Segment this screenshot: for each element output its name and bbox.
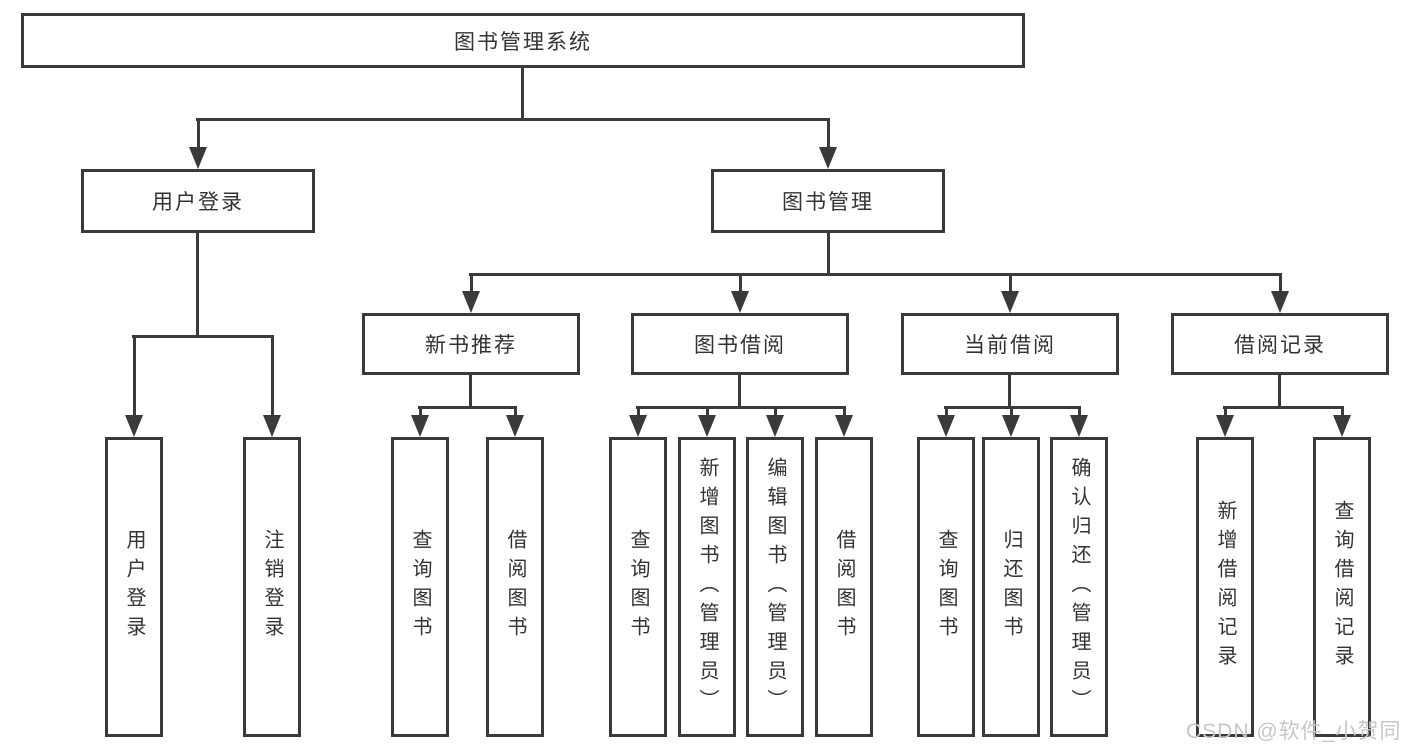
arrowhead-bor-edit-icon: [766, 415, 784, 437]
node-records-add-record: 新增借阅记录: [1196, 437, 1254, 737]
connector-level3-rail: [469, 273, 1282, 276]
node-borrow-query-books-label: 查询图书: [627, 529, 649, 645]
arrowhead-current-icon: [1001, 291, 1019, 313]
node-borrow-records-label: 借阅记录: [1234, 334, 1326, 357]
node-logout: 注销登录: [243, 437, 301, 737]
connector-drop-login: [133, 335, 136, 419]
connector-drop-bor-add: [706, 406, 709, 420]
connector-drop-bor-edit: [774, 406, 777, 420]
connector-drop-recommend: [470, 273, 473, 295]
node-current-confirm-return-label: 确认归还（管理员）: [1068, 456, 1090, 718]
node-borrow-borrow-books-label: 借阅图书: [833, 529, 855, 645]
connector-recommend-stem: [469, 375, 472, 409]
node-records-query-record-label: 查询借阅记录: [1331, 500, 1353, 674]
arrowhead-cur-confirm-icon: [1070, 415, 1088, 437]
connector-drop-rec-query: [419, 406, 422, 420]
node-borrow-query-books: 查询图书: [609, 437, 667, 737]
node-current-confirm-return: 确认归还（管理员）: [1050, 437, 1108, 737]
node-recommend-borrow-books-label: 借阅图书: [504, 529, 526, 645]
connector-records-rail: [1223, 406, 1344, 409]
connector-records-stem: [1278, 375, 1281, 409]
node-logout-label: 注销登录: [261, 529, 283, 645]
connector-level2-rail: [196, 118, 830, 121]
connector-recommend-rail: [418, 406, 517, 409]
connector-drop-bor-borrow: [843, 406, 846, 420]
node-root-label: 图书管理系统: [454, 30, 592, 54]
connector-drop-logout: [271, 335, 274, 419]
connector-drop-rcd-add: [1224, 406, 1227, 420]
arrowhead-rec-borrow-icon: [506, 415, 524, 437]
connector-drop-rcd-query: [1341, 406, 1344, 420]
node-recommend-query-books: 查询图书: [391, 437, 449, 737]
node-records-query-record: 查询借阅记录: [1313, 437, 1371, 737]
arrowhead-rcd-query-icon: [1333, 415, 1351, 437]
connector-drop-cur-return: [1010, 406, 1013, 420]
node-book-management-label: 图书管理: [782, 191, 874, 214]
node-user-login-label: 用户登录: [123, 529, 145, 645]
arrowhead-book-icon: [819, 147, 837, 169]
node-current-return-books: 归还图书: [982, 437, 1040, 737]
node-recommend-query-books-label: 查询图书: [409, 529, 431, 645]
arrowhead-logout-icon: [263, 415, 281, 437]
node-user-login: 用户登录: [105, 437, 163, 737]
node-new-book-recommend: 新书推荐: [362, 313, 580, 375]
node-current-return-books-label: 归还图书: [1000, 529, 1022, 645]
connector-drop-borrow: [739, 273, 742, 295]
node-borrow-add-books: 新增图书（管理员）: [678, 437, 736, 737]
arrowhead-cur-query-icon: [937, 415, 955, 437]
arrowhead-rec-query-icon: [411, 415, 429, 437]
node-current-query-books: 查询图书: [917, 437, 975, 737]
connector-drop-cur-confirm: [1078, 406, 1081, 420]
connector-drop-book: [827, 118, 830, 150]
node-borrow-records: 借阅记录: [1171, 313, 1389, 375]
arrowhead-bor-add-icon: [698, 415, 716, 437]
connector-drop-current: [1009, 273, 1012, 295]
arrowhead-rcd-add-icon: [1216, 415, 1234, 437]
node-recommend-borrow-books: 借阅图书: [486, 437, 544, 737]
arrowhead-records-icon: [1271, 291, 1289, 313]
node-current-borrow: 当前借阅: [901, 313, 1119, 375]
arrowhead-borrow-icon: [731, 291, 749, 313]
csdn-watermark: CSDN @软件_小贺同学: [1186, 720, 1402, 743]
node-borrow-borrow-books: 借阅图书: [815, 437, 873, 737]
node-user-login-group: 用户登录: [81, 169, 315, 233]
arrowhead-login-icon: [125, 415, 143, 437]
connector-borrow-rail: [636, 406, 845, 409]
node-current-query-books-label: 查询图书: [935, 529, 957, 645]
connector-current-stem: [1008, 375, 1011, 409]
connector-drop-bor-query: [637, 406, 640, 420]
connector-user-stem: [196, 233, 199, 338]
arrowhead-user-icon: [189, 147, 207, 169]
node-borrow-edit-books: 编辑图书（管理员）: [746, 437, 804, 737]
node-root: 图书管理系统: [21, 13, 1025, 68]
connector-root-stem: [521, 68, 524, 120]
node-records-add-record-label: 新增借阅记录: [1214, 500, 1236, 674]
node-borrow-edit-books-label: 编辑图书（管理员）: [764, 456, 786, 718]
arrowhead-cur-return-icon: [1002, 415, 1020, 437]
node-user-login-group-label: 用户登录: [152, 191, 244, 214]
connector-user-rail: [132, 335, 274, 338]
node-borrow-add-books-label: 新增图书（管理员）: [696, 456, 718, 718]
arrowhead-bor-borrow-icon: [835, 415, 853, 437]
arrowhead-recommend-icon: [462, 291, 480, 313]
node-book-management: 图书管理: [711, 169, 945, 233]
node-book-borrow-label: 图书借阅: [694, 334, 786, 357]
connector-drop-rec-borrow: [514, 406, 517, 420]
connector-drop-records: [1279, 273, 1282, 295]
arrowhead-bor-query-icon: [629, 415, 647, 437]
connector-borrow-stem: [738, 375, 741, 409]
connector-drop-user: [197, 118, 200, 150]
node-new-book-recommend-label: 新书推荐: [425, 334, 517, 357]
connector-drop-cur-query: [945, 406, 948, 420]
node-current-borrow-label: 当前借阅: [964, 334, 1056, 357]
node-book-borrow: 图书借阅: [631, 313, 849, 375]
connector-book-stem: [827, 233, 830, 276]
